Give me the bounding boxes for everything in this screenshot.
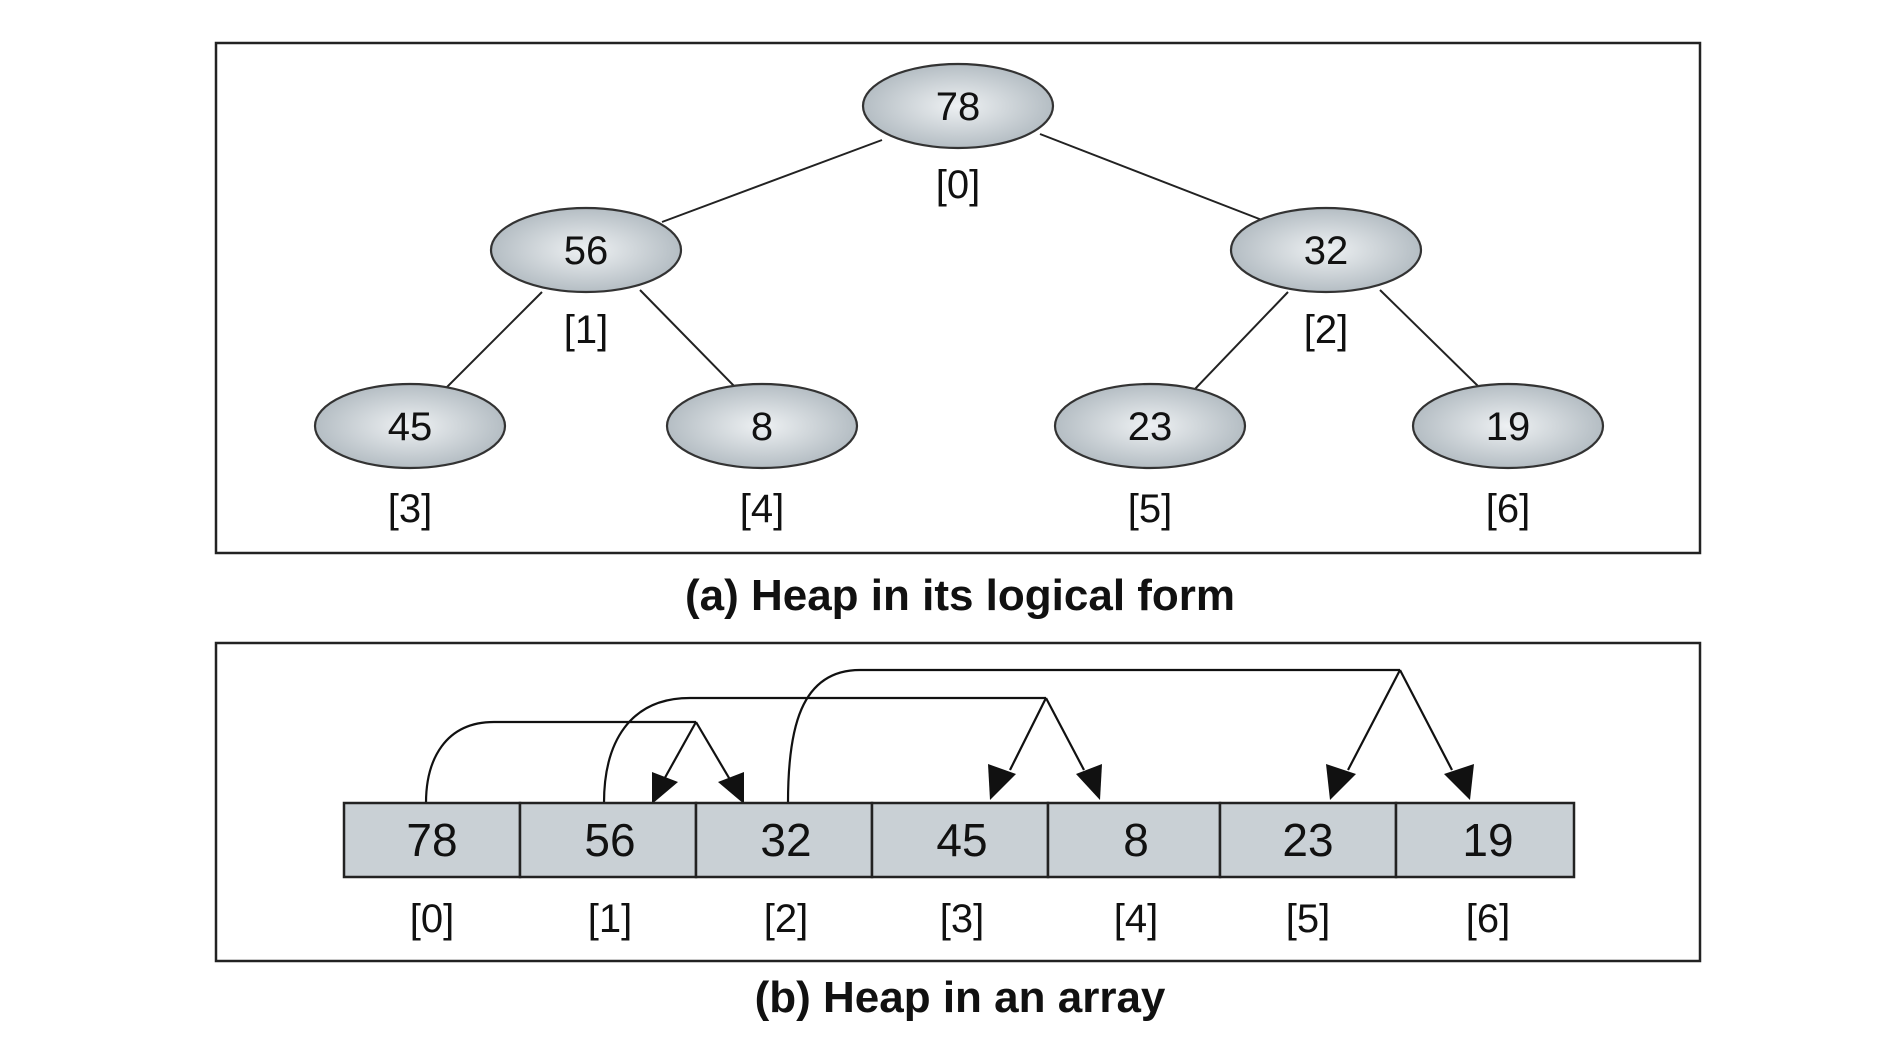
cell-value: 32	[760, 814, 811, 866]
arrowhead-to-1	[652, 772, 678, 804]
arrowhead-to-3	[988, 764, 1016, 800]
array-cell-6: 19 [6]	[1394, 801, 1576, 941]
link-1-to-4	[1045, 697, 1085, 771]
cell-value: 19	[1462, 814, 1513, 866]
link-0-to-1	[661, 721, 697, 784]
node-index: [1]	[564, 308, 608, 352]
node-ellipse	[489, 206, 683, 294]
tree-node-1: 56 [1]	[489, 206, 683, 352]
tree-node-2: 32 [2]	[1229, 206, 1423, 352]
array-cells: 78 [0] 56 [1] 32 [2] 45 [3] 8 [4]	[342, 801, 1576, 941]
tree-panel: 78 [0] 56 [1] 32 [2] 45 [3] 8 [4]	[214, 41, 1702, 555]
edge-1-4	[639, 289, 737, 389]
node-value: 56	[564, 229, 609, 273]
edge-2-6	[1379, 289, 1481, 389]
tree-caption: (a) Heap in its logical form	[685, 571, 1235, 620]
arrowhead-to-4	[1076, 764, 1102, 800]
link-2-to-6	[1399, 669, 1453, 771]
cell-box	[870, 801, 1050, 879]
node-value: 45	[388, 405, 433, 449]
cell-value: 78	[406, 814, 457, 866]
node-ellipse	[313, 382, 507, 470]
node-value: 78	[936, 85, 981, 129]
array-links	[424, 668, 1474, 804]
cell-box	[518, 801, 698, 879]
tree-node-0: 78 [0]	[861, 62, 1055, 207]
cell-box	[694, 801, 874, 879]
cell-box	[342, 801, 522, 879]
cell-value: 45	[936, 814, 987, 866]
node-index: [6]	[1486, 487, 1530, 531]
node-value: 23	[1128, 405, 1173, 449]
tree-edges	[443, 133, 1481, 391]
edge-2-5	[1193, 291, 1289, 391]
node-index: [2]	[1304, 308, 1348, 352]
cell-value: 23	[1282, 814, 1333, 866]
edge-0-2	[1039, 133, 1263, 221]
node-ellipse	[861, 62, 1055, 150]
node-value: 32	[1304, 229, 1349, 273]
link-2-trunk	[786, 668, 1400, 804]
node-ellipse	[1411, 382, 1605, 470]
arrowhead-to-5	[1326, 764, 1356, 800]
node-ellipse	[1229, 206, 1423, 294]
arrowhead-to-6	[1444, 764, 1474, 800]
node-value: 19	[1486, 405, 1531, 449]
node-value: 8	[751, 405, 773, 449]
cell-box	[1394, 801, 1576, 879]
cell-index: [4]	[1114, 897, 1158, 941]
edge-1-3	[443, 291, 543, 391]
array-cell-3: 45 [3]	[870, 801, 1050, 941]
array-cell-2: 32 [2]	[694, 801, 874, 941]
tree-node-3: 45 [3]	[313, 382, 507, 531]
link-0-trunk	[424, 720, 696, 804]
node-index: [0]	[936, 163, 980, 207]
link-0-to-2	[695, 721, 733, 784]
node-ellipse	[665, 382, 859, 470]
cell-index: [3]	[940, 897, 984, 941]
cell-index: [2]	[764, 897, 808, 941]
array-cell-4: 8 [4]	[1046, 801, 1222, 941]
array-cell-0: 78 [0]	[342, 801, 522, 941]
arrowhead-to-2	[718, 772, 744, 804]
tree-nodes: 78 [0] 56 [1] 32 [2] 45 [3] 8 [4]	[313, 62, 1605, 531]
cell-value: 56	[584, 814, 635, 866]
link-2-to-5	[1347, 669, 1401, 771]
cell-box	[1046, 801, 1222, 879]
tree-node-5: 23 [5]	[1053, 382, 1247, 531]
cell-index: [0]	[410, 897, 454, 941]
edge-0-1	[661, 139, 883, 223]
cell-value: 8	[1123, 814, 1149, 866]
node-index: [5]	[1128, 487, 1172, 531]
tree-node-6: 19 [6]	[1411, 382, 1605, 531]
array-cell-1: 56 [1]	[518, 801, 698, 941]
node-ellipse	[1053, 382, 1247, 470]
cell-index: [5]	[1286, 897, 1330, 941]
array-caption: (b) Heap in an array	[755, 973, 1166, 1022]
node-index: [3]	[388, 487, 432, 531]
node-index: [4]	[740, 487, 784, 531]
link-1-trunk	[602, 696, 1046, 804]
link-1-to-3	[1009, 697, 1047, 771]
cell-index: [6]	[1466, 897, 1510, 941]
array-panel: 78 [0] 56 [1] 32 [2] 45 [3] 8 [4]	[214, 641, 1702, 963]
tree-node-4: 8 [4]	[665, 382, 859, 531]
cell-index: [1]	[588, 897, 632, 941]
